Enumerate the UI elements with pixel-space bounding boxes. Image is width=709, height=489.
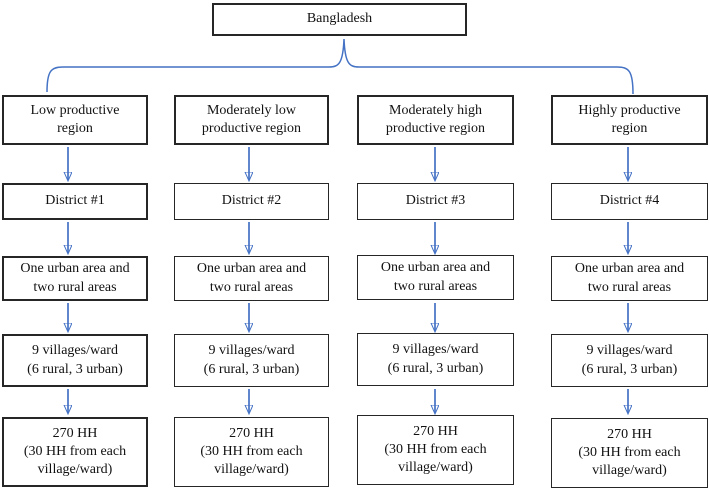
urban-area-box-2: One urban area and two rural areas <box>174 256 329 301</box>
households-box-1: 270 HH (30 HH from each village/ward) <box>2 417 148 487</box>
region-box-1: Low productive region <box>2 95 148 145</box>
district-box-3: District #3 <box>357 183 514 220</box>
urban-area-box-4: One urban area and two rural areas <box>551 256 708 301</box>
urban-area-box-1: One urban area and two rural areas <box>2 256 148 301</box>
district-box-2: District #2 <box>174 183 329 220</box>
households-box-2: 270 HH (30 HH from each village/ward) <box>174 417 329 487</box>
households-box-4: 270 HH (30 HH from each village/ward) <box>551 418 708 488</box>
region-box-4: Highly productive region <box>551 95 708 145</box>
region-box-3: Moderately high productive region <box>357 95 514 145</box>
households-box-3: 270 HH (30 HH from each village/ward) <box>357 415 514 485</box>
brace-connector <box>46 38 634 95</box>
villages-box-3: 9 villages/ward (6 rural, 3 urban) <box>357 333 514 386</box>
villages-box-1: 9 villages/ward (6 rural, 3 urban) <box>2 334 148 387</box>
root-box-bangladesh: Bangladesh <box>212 3 467 36</box>
urban-area-box-3: One urban area and two rural areas <box>357 255 514 300</box>
district-box-4: District #4 <box>551 183 708 220</box>
region-box-2: Moderately low productive region <box>174 95 329 145</box>
villages-box-4: 9 villages/ward (6 rural, 3 urban) <box>551 334 708 387</box>
district-box-1: District #1 <box>2 183 148 220</box>
villages-box-2: 9 villages/ward (6 rural, 3 urban) <box>174 334 329 387</box>
